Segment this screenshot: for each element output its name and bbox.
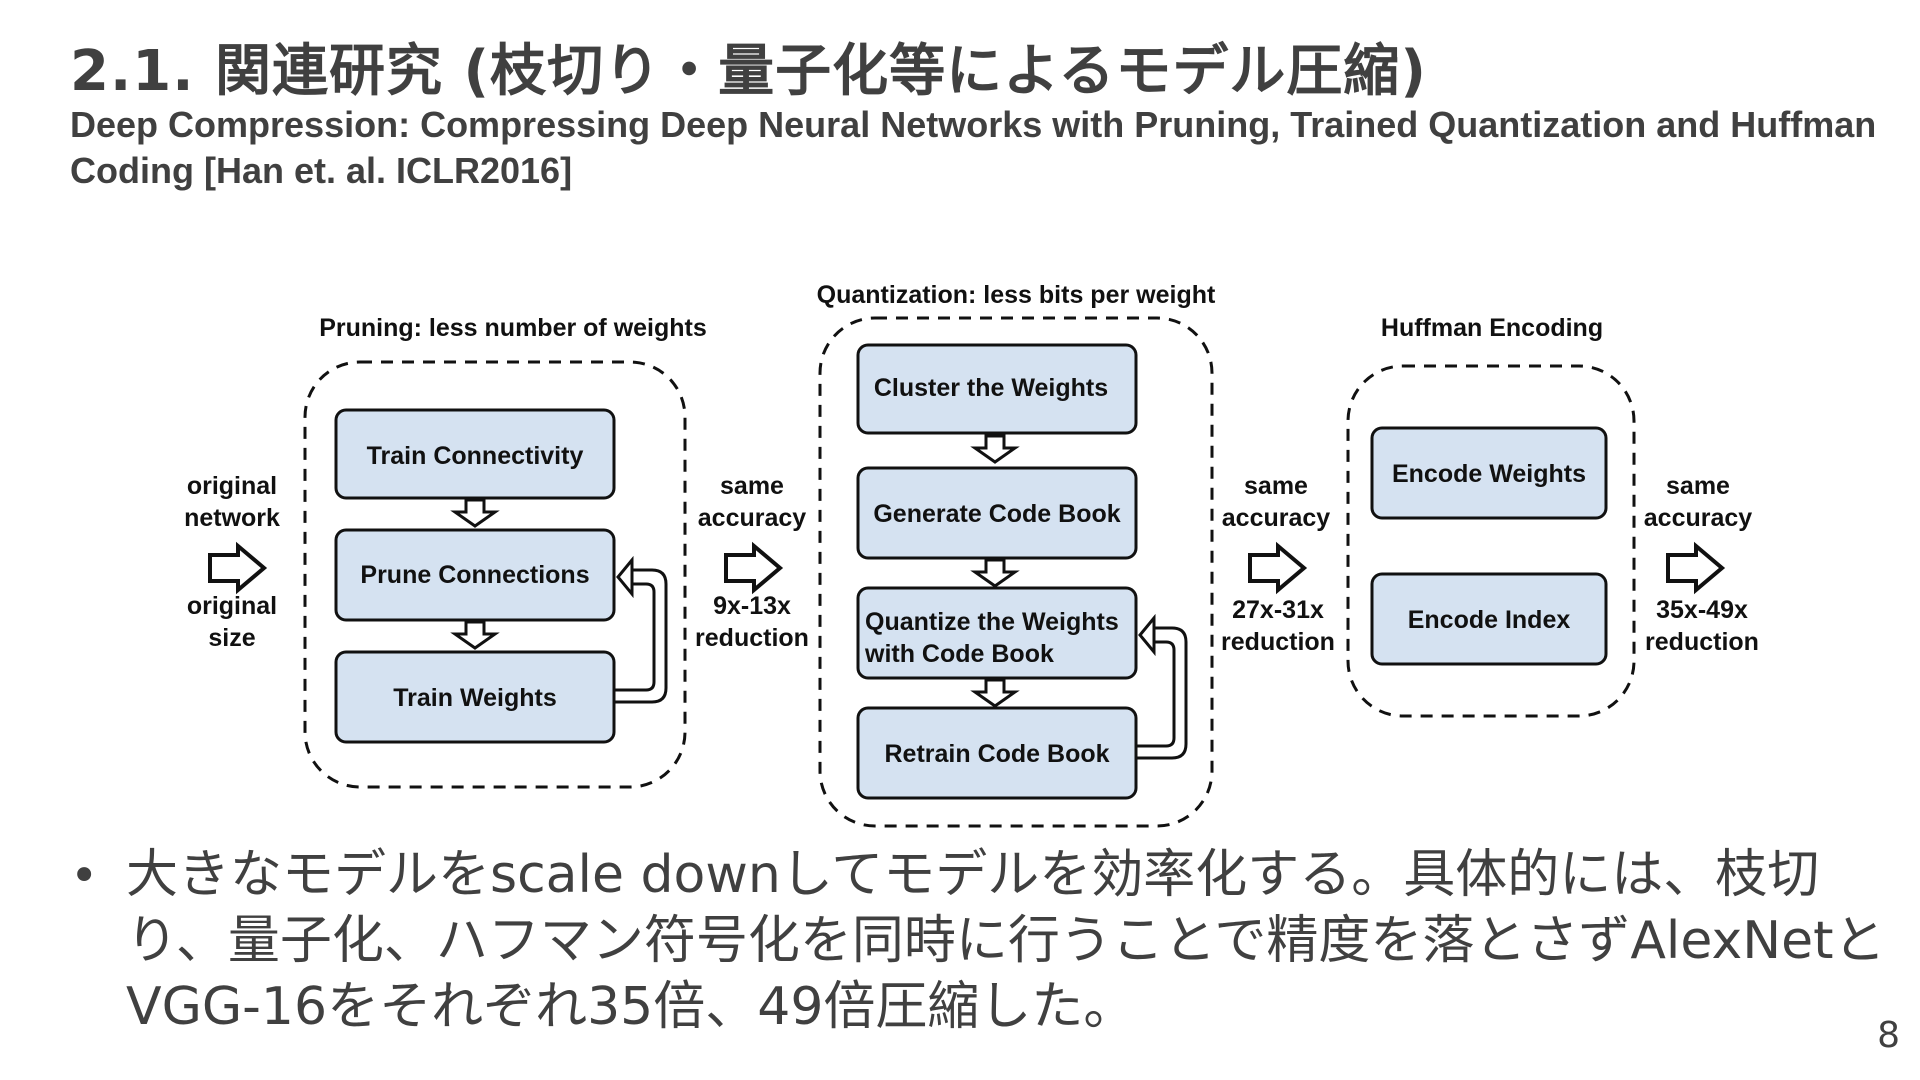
step-prune-connections xyxy=(334,528,616,622)
slide-title: 2.1. 関連研究 (枝切り・量子化等によるモデル圧縮) xyxy=(70,39,1427,104)
step-quantize-weights-label-1: Quantize the Weights xyxy=(865,608,1119,636)
down-arrow-icon xyxy=(970,558,1020,588)
bullet-icon: • xyxy=(70,848,99,904)
quantization-feedback-loop-arrow-outer xyxy=(1136,640,1176,748)
input-label-size-2: size xyxy=(208,624,255,652)
stage1-label-accuracy: accuracy xyxy=(698,504,807,532)
step-train-weights xyxy=(334,650,616,744)
stage1-arrow xyxy=(724,541,784,595)
step-cluster-weights-label: Cluster the Weights xyxy=(874,374,1108,402)
step-train-connectivity xyxy=(334,408,616,500)
input-label-network-2: network xyxy=(184,504,280,532)
page-number: 8 xyxy=(1877,1015,1900,1056)
step-train-weights-label: Train Weights xyxy=(393,684,556,712)
stage2-label-accuracy: accuracy xyxy=(1222,504,1331,532)
step-quantize-weights-label-2: with Code Book xyxy=(864,640,1054,668)
arrow-head-icon xyxy=(1138,613,1156,657)
input-arrow xyxy=(208,541,268,595)
stage3-label-reduction: reduction xyxy=(1645,628,1759,656)
stage2-arrow xyxy=(1248,541,1308,595)
step-retrain-code-book xyxy=(856,706,1138,800)
stage2-label-reduction: reduction xyxy=(1221,628,1335,656)
input-label-network-1: original xyxy=(187,472,277,500)
stage1-label-reduction: reduction xyxy=(695,624,809,652)
stage3-label-same: same xyxy=(1666,472,1730,500)
down-arrow-icon xyxy=(450,620,500,650)
stage3-label-ratio: 35x-49x xyxy=(1656,596,1748,624)
step-prune-connections-label: Prune Connections xyxy=(360,561,589,589)
step-generate-code-book-label: Generate Code Book xyxy=(873,500,1120,528)
huffman-group-title: Huffman Encoding xyxy=(1381,314,1603,342)
stage3-arrow xyxy=(1666,541,1726,595)
stage2-label-same: same xyxy=(1244,472,1308,500)
step-generate-code-book xyxy=(856,466,1138,560)
step-cluster-weights xyxy=(856,343,1138,435)
step-encode-weights xyxy=(1370,426,1608,520)
quantization-group-title: Quantization: less bits per weight xyxy=(817,281,1216,309)
step-encode-index xyxy=(1370,572,1608,666)
down-arrow-icon xyxy=(450,498,500,528)
pruning-group-border xyxy=(303,360,687,789)
quantization-group-border xyxy=(818,316,1214,828)
step-quantize-weights xyxy=(856,586,1138,680)
pruning-group-title: Pruning: less number of weights xyxy=(319,314,707,342)
stage2-label-ratio: 27x-31x xyxy=(1232,596,1324,624)
bullet-text: 大きなモデルをscale downしてモデルを効率化する。具体的には、枝切り、量… xyxy=(126,845,1886,1037)
stage3-label-accuracy: accuracy xyxy=(1644,504,1753,532)
arrow-head-icon xyxy=(616,555,634,599)
huffman-group-border xyxy=(1346,364,1636,718)
down-arrow-icon xyxy=(970,434,1020,464)
pruning-feedback-loop-arrow-outer xyxy=(614,582,656,692)
quantization-feedback-loop-arrow xyxy=(1136,626,1188,760)
stage1-label-same: same xyxy=(720,472,784,500)
step-train-connectivity-label: Train Connectivity xyxy=(367,442,584,470)
stage1-label-ratio: 9x-13x xyxy=(713,592,791,620)
step-encode-index-label: Encode Index xyxy=(1408,606,1571,634)
input-label-size-1: original xyxy=(187,592,277,620)
down-arrow-icon xyxy=(970,678,1020,708)
paper-reference: Deep Compression: Compressing Deep Neura… xyxy=(70,104,1877,191)
step-encode-weights-label: Encode Weights xyxy=(1392,460,1586,488)
step-retrain-code-book-label: Retrain Code Book xyxy=(884,740,1109,768)
pruning-feedback-loop-arrow xyxy=(614,568,668,704)
